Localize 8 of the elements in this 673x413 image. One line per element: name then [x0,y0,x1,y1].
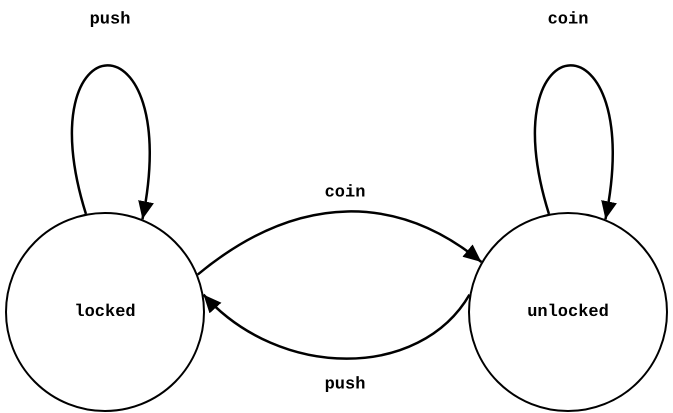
edge-label: push [322,376,368,394]
state-label: unlocked [527,302,609,322]
arrow [534,64,616,220]
arrow [196,210,482,276]
edge-label: push [88,10,132,30]
arrow [202,294,471,360]
state-label: locked [74,302,136,322]
arrow [70,64,153,220]
